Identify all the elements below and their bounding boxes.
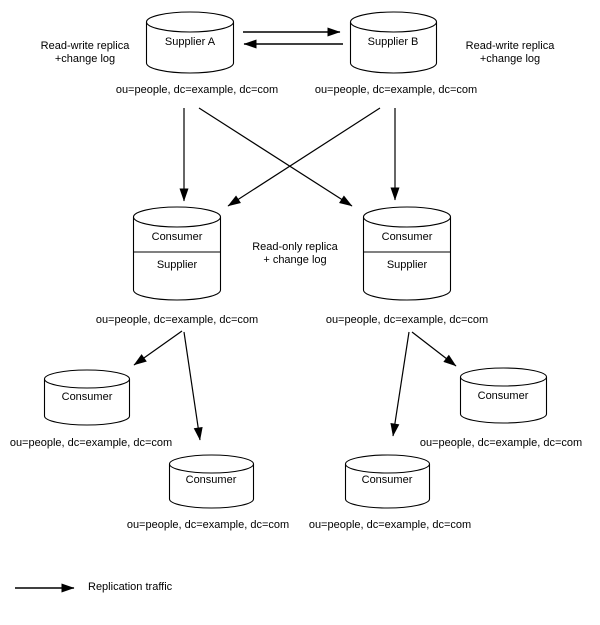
cylinder-body (145, 22, 235, 74)
arrow-hub-left-to-consumer-far-left (133, 330, 183, 366)
cylinder-top (349, 11, 438, 33)
supplier-a-dn-label: ou=people, dc=example, dc=com (115, 84, 279, 96)
read-write-replica-right-annotation: Read-write replica +change log (465, 40, 555, 65)
arrow-hub-left-to-consumer-mid-left (183, 331, 203, 441)
cylinder-body (459, 377, 548, 424)
consumer-mid-right-label: Consumer (361, 474, 413, 486)
read-write-replica-left-annotation: Read-write replica +change log (40, 40, 130, 65)
cylinder-body (349, 22, 438, 74)
consumer-mid-left-dn-label: ou=people, dc=example, dc=com (126, 519, 290, 531)
supplier-a-cylinder (145, 11, 235, 74)
consumer-mid-right-dn-label: ou=people, dc=example, dc=com (308, 519, 472, 531)
consumer-mid-right-cylinder (344, 454, 431, 509)
consumer-far-left-dn-label: ou=people, dc=example, dc=com (9, 437, 173, 449)
supplier-a-label: Supplier A (164, 36, 216, 48)
supplier-b-cylinder (349, 11, 438, 74)
hub-right-consumer-label: Consumer (381, 231, 433, 243)
cylinder-top (145, 11, 235, 33)
supplier-b-dn-label: ou=people, dc=example, dc=com (314, 84, 478, 96)
hub-left-consumer-label: Consumer (151, 231, 203, 243)
cylinder-top (168, 454, 255, 474)
consumer-far-right-dn-label: ou=people, dc=example, dc=com (419, 437, 583, 449)
cylinder-body (362, 217, 452, 301)
hub-left-dn-label: ou=people, dc=example, dc=com (95, 314, 259, 326)
cylinder-body (43, 379, 131, 426)
arrow-supplier-b-to-hub-left (227, 107, 381, 207)
consumer-far-right-cylinder (459, 367, 548, 424)
hub-right-supplier-label: Supplier (386, 259, 428, 271)
cylinder-top (344, 454, 431, 474)
consumer-mid-left-label: Consumer (185, 474, 237, 486)
consumer-mid-left-cylinder (168, 454, 255, 509)
cylinder-top (459, 367, 548, 387)
supplier-b-label: Supplier B (367, 36, 419, 48)
cylinder-body (344, 464, 431, 509)
consumer-far-left-label: Consumer (61, 391, 113, 403)
hub-left-supplier-label: Supplier (156, 259, 198, 271)
consumer-far-right-label: Consumer (477, 390, 529, 402)
consumer-far-left-cylinder (43, 369, 131, 426)
hub-right-cylinder (362, 206, 452, 301)
replication-arrows (133, 27, 457, 441)
cylinder-top (43, 369, 131, 389)
hub-right-dn-label: ou=people, dc=example, dc=com (325, 314, 489, 326)
cylinder-top (362, 206, 452, 228)
read-only-replica-annotation: Read-only replica + change log (252, 241, 338, 266)
hub-left-cylinder (132, 206, 222, 301)
arrow-hub-right-to-consumer-far-right (411, 331, 457, 367)
legend-label: Replication traffic (88, 581, 173, 593)
cylinder-body (132, 217, 222, 301)
cylinder-body (168, 464, 255, 509)
arrow-supplier-a-to-hub-right (198, 107, 353, 207)
arrow-hub-right-to-consumer-mid-right (390, 331, 410, 437)
cylinder-top (132, 206, 222, 228)
